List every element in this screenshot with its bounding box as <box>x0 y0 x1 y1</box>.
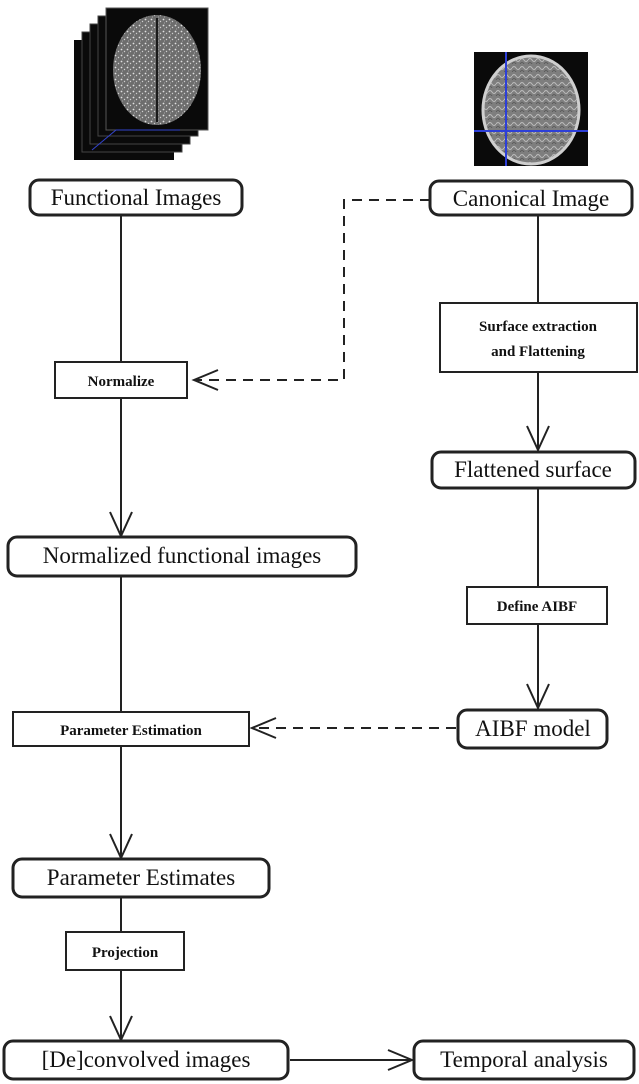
node-label: Flattened surface <box>454 457 612 482</box>
node-label-line2: and Flattening <box>491 344 585 360</box>
node-define-aibf: Define AIBF <box>466 586 608 625</box>
node-label: Normalized functional images <box>43 543 322 568</box>
node-projection: Projection <box>65 931 185 971</box>
node-normalize: Normalize <box>54 361 188 399</box>
node-flattened-surface: Flattened surface <box>430 450 637 490</box>
node-label: Parameter Estimates <box>47 865 235 890</box>
node-functional-images: Functional Images <box>28 178 244 217</box>
node-parameter-estimates: Parameter Estimates <box>11 857 271 899</box>
node-label: [De]convolved images <box>42 1047 251 1072</box>
arrowhead-normalize <box>191 369 219 391</box>
node-label: Projection <box>92 945 159 961</box>
node-aibf-model: AIBF model <box>456 708 609 750</box>
node-deconvolved-images: [De]convolved images <box>2 1039 290 1081</box>
arrowhead-aibf <box>526 683 550 711</box>
arrowhead-flattened <box>526 425 550 453</box>
node-label: Temporal analysis <box>440 1047 608 1072</box>
dashed-edge-canonical-to-normalize <box>194 199 430 381</box>
node-label: Parameter Estimation <box>60 723 202 739</box>
node-label: AIBF model <box>475 716 591 741</box>
node-surface-extraction: Surface extraction and Flattening <box>439 302 638 373</box>
node-normalized-functional-images: Normalized functional images <box>6 535 358 578</box>
arrowhead-temporal <box>387 1049 415 1071</box>
node-label-line1: Surface extraction <box>479 319 598 335</box>
node-label: Normalize <box>88 374 155 390</box>
node-parameter-estimation: Parameter Estimation <box>12 711 250 747</box>
node-label: Canonical Image <box>453 186 609 211</box>
mri-canonical-slice-icon <box>474 52 588 166</box>
arrowhead-estimation <box>249 717 277 739</box>
node-label: Define AIBF <box>497 599 577 615</box>
mri-axial-stack-icon <box>74 7 209 160</box>
node-canonical-image: Canonical Image <box>428 179 634 217</box>
node-temporal-analysis: Temporal analysis <box>412 1039 636 1081</box>
node-label: Functional Images <box>51 185 222 210</box>
